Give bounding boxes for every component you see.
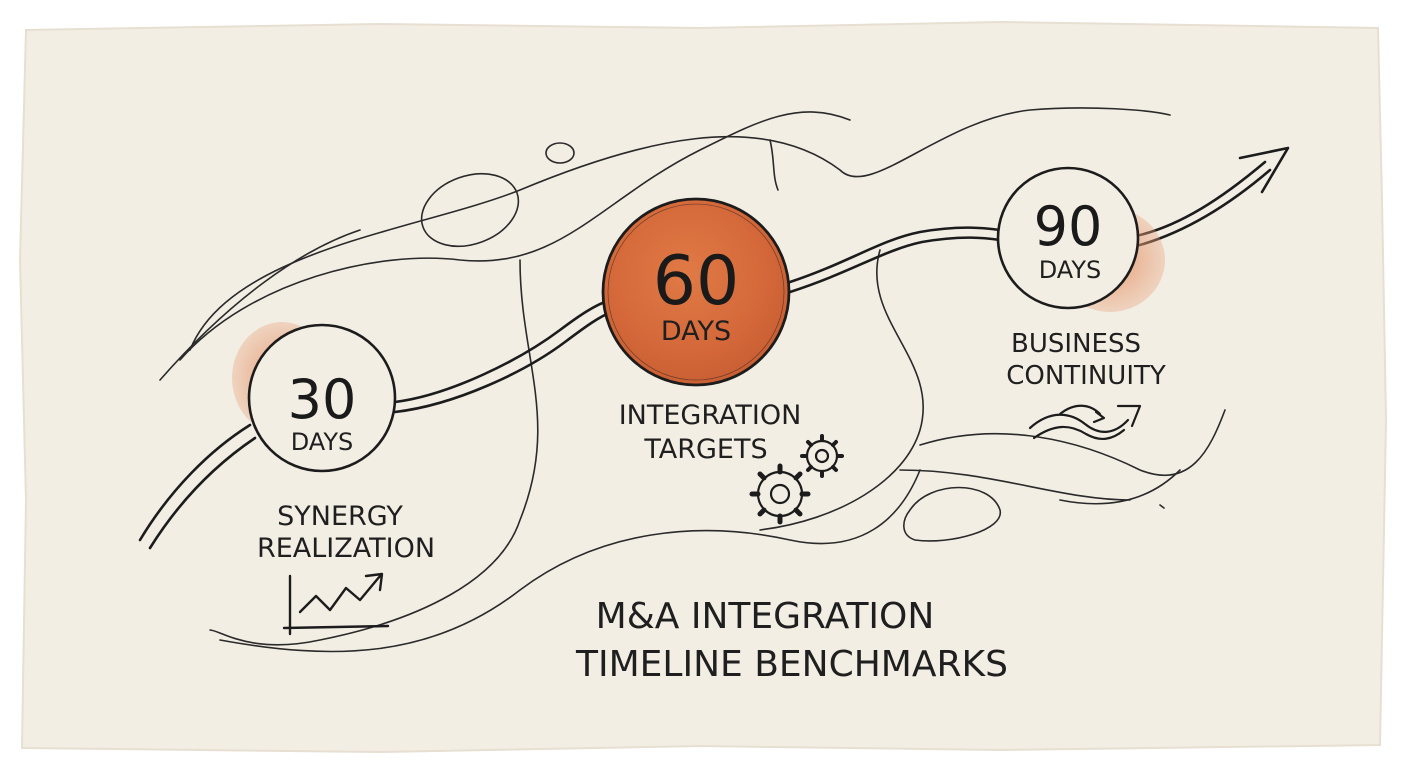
milestone-90-unit: DAYS [1039,256,1102,284]
title-line-1: M&A INTEGRATION [596,596,935,637]
flow-arrows-icon [1028,404,1142,440]
milestone-60-label-line-1: INTEGRATION [619,400,802,431]
milestone-60-label-line-2: TARGETS [643,434,767,465]
milestone-90-label-line-1: BUSINESS [1011,329,1141,359]
milestone-90-label-line-2: CONTINUITY [1006,361,1166,391]
milestone-60-days: 60 DAYS INTEGRATION TARGETS [601,197,844,525]
milestone-60-circle [601,197,791,387]
milestone-90-days: 90 DAYS BUSINESS CONTINUITY [996,166,1166,440]
milestone-90-number: 90 [1034,195,1103,258]
title-line-2: TIMELINE BENCHMARKS [575,644,1008,685]
milestone-30-label-line-2: REALIZATION [257,533,435,564]
timeline-arrowhead [1238,146,1290,194]
milestone-30-number: 30 [288,368,357,431]
milestone-90-circle [996,166,1140,310]
milestone-60-unit: DAYS [661,316,731,347]
diagram-title: M&A INTEGRATION TIMELINE BENCHMARKS [575,596,1008,685]
milestone-60-number: 60 [653,242,740,321]
milestone-30-unit: DAYS [291,428,354,456]
paper-sheet [18,20,1388,754]
rising-chart-icon [282,572,390,636]
milestone-30-days: 30 DAYS SYNERGY REALIZATION [232,322,435,636]
milestone-30-label-line-1: SYNERGY [277,501,403,532]
gears-icon [749,434,844,525]
sketch-swirls [159,107,1226,653]
milestone-30-circle [247,323,397,473]
